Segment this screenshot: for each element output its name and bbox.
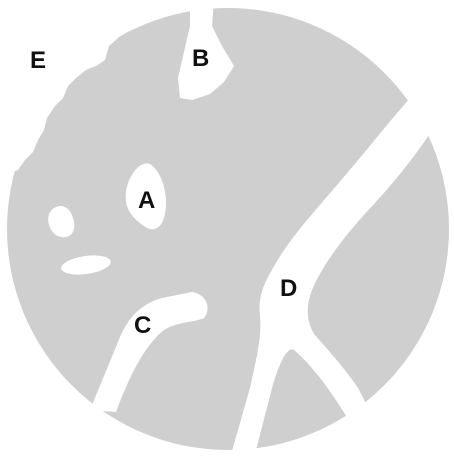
label-a: A <box>138 187 155 214</box>
label-d: D <box>280 275 297 302</box>
label-b: B <box>192 45 209 72</box>
label-c: C <box>134 312 151 339</box>
label-e: E <box>30 47 46 74</box>
